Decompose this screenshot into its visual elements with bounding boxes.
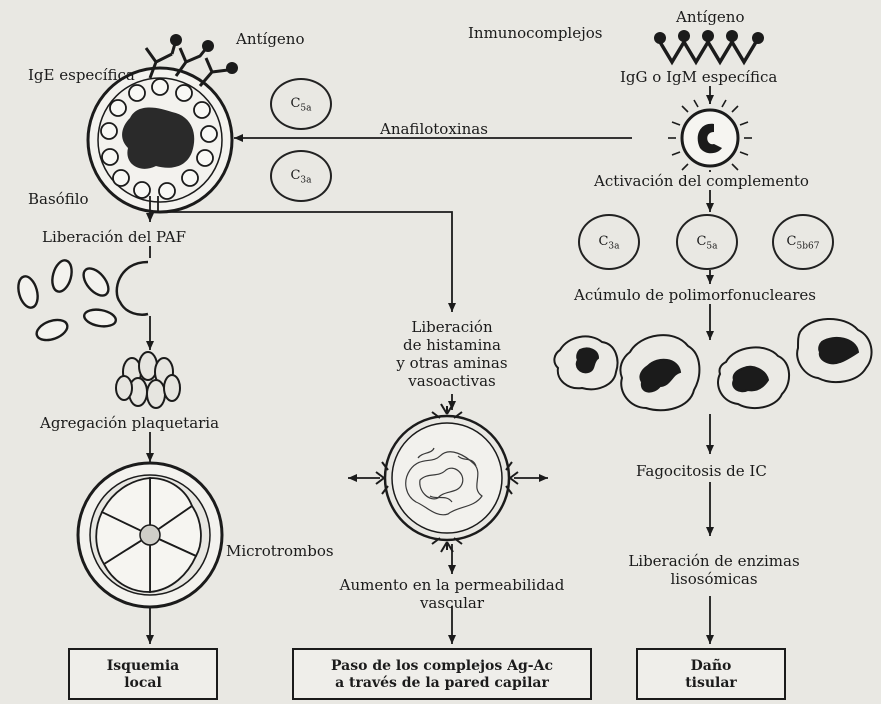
- anafilotoxinas-label: Anafilotoxinas: [380, 120, 488, 138]
- c3a-circle: C3a: [578, 214, 640, 270]
- c5a-circle: C5a: [676, 214, 738, 270]
- platelet-aggregate: [116, 352, 180, 408]
- c5b67-circle: C5b67: [772, 214, 834, 270]
- polymorphonuclear-cells: [554, 319, 871, 410]
- immunocomplex-antigen: [660, 42, 756, 62]
- complement-activation-cell: [668, 96, 752, 170]
- c5a-left-circle: C5a: [270, 78, 332, 130]
- activacion-label: Activación del complemento: [594, 172, 809, 190]
- inmunocomplejos-label: Inmunocomplejos: [468, 24, 602, 42]
- ige-label: IgE específica: [28, 66, 135, 84]
- antigeno-right-label: Antígeno: [676, 8, 745, 26]
- basofilo-label: Basófilo: [28, 190, 89, 208]
- antigeno-left-label: Antígeno: [236, 30, 305, 48]
- platelets: [15, 258, 117, 344]
- agregacion-label: Agregación plaquetaria: [40, 414, 219, 432]
- microtrombos-label: Microtrombos: [226, 542, 334, 560]
- fagocitosis-label: Fagocitosis de IC: [636, 462, 767, 480]
- c3a-left-circle: C3a: [270, 150, 332, 202]
- acumulo-label: Acúmulo de polimorfonucleares: [574, 286, 816, 304]
- microthrombus-vessel: [78, 463, 222, 607]
- paf-receptor: [117, 262, 148, 315]
- igg-label: IgG o IgM específica: [620, 68, 777, 86]
- antigen-dots-right: [654, 30, 764, 44]
- paf-label: Liberación del PAF: [42, 228, 186, 246]
- capillary-cross-section: [376, 404, 518, 552]
- basophil-cell: [88, 68, 232, 212]
